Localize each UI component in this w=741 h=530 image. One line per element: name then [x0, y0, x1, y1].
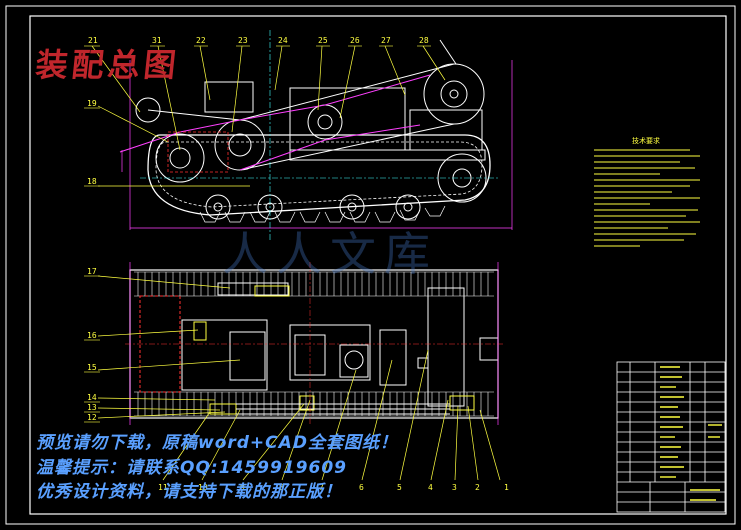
side-view: [119, 30, 513, 240]
part-label: 3: [452, 483, 457, 492]
promo-line-1: 预览请勿下载，原稿word+CAD全套图纸！: [36, 433, 398, 453]
track-outline: [147, 134, 491, 216]
part-label: 12: [87, 413, 97, 422]
part-label: 27: [381, 36, 391, 45]
outer-border: [5, 5, 736, 525]
part-label: 7: [319, 483, 324, 492]
track-inner: [155, 141, 483, 208]
notes-title: 技术要求: [632, 137, 660, 145]
part-label: 10: [198, 483, 208, 492]
title-block-text-marks: [660, 366, 722, 501]
part-label: 9: [240, 483, 245, 492]
part-label: 6: [359, 483, 364, 492]
part-label: 4: [428, 483, 433, 492]
part-label: 28: [419, 36, 429, 45]
part-label: 19: [87, 99, 97, 108]
drawing-title: 装配总图: [33, 46, 182, 84]
part-label: 15: [87, 363, 97, 372]
sprockets: [155, 133, 487, 203]
drive-belt: [119, 74, 431, 171]
title-block: [616, 361, 726, 513]
part-label: 31: [152, 36, 162, 45]
part-number-labels: 21 31 22 23 24 25 26 27 28 19 18 17 16 1…: [87, 36, 509, 492]
part-label: 8: [279, 483, 284, 492]
part-label: 25: [318, 36, 328, 45]
part-label: 11: [158, 483, 168, 492]
plan-view: [125, 262, 505, 425]
label-underlines: [84, 45, 431, 423]
part-label: 22: [196, 36, 206, 45]
part-label: 13: [87, 403, 97, 412]
part-label: 24: [278, 36, 288, 45]
leader-lines: [91, 45, 501, 481]
part-label: 23: [238, 36, 248, 45]
road-wheels: [205, 194, 421, 220]
part-label: 21: [88, 36, 98, 45]
dimension-lines: [121, 60, 513, 230]
plan-dimensions: [129, 262, 499, 425]
inner-border: [29, 15, 727, 515]
part-label: 26: [350, 36, 360, 45]
center-lines: [140, 30, 498, 240]
plan-components: [139, 282, 499, 415]
watermark: 人人文库: [222, 227, 438, 281]
hidden-frame: [167, 131, 229, 173]
part-label: 18: [87, 177, 97, 186]
plan-center-lines: [125, 262, 505, 425]
part-label: 17: [87, 267, 97, 276]
promo-line-2: 温馨提示：请联系QQ:1459919609: [36, 458, 347, 478]
technical-notes-block: [594, 149, 700, 247]
promo-line-3: 优秀设计资料，请支持下载的那正版！: [36, 482, 342, 502]
part-label: 5: [397, 483, 402, 492]
upper-chassis: [135, 39, 486, 171]
part-label: 1: [504, 483, 509, 492]
part-label: 2: [475, 483, 480, 492]
track-pads: [199, 205, 446, 223]
part-label: 14: [87, 393, 97, 402]
part-label: 16: [87, 331, 97, 340]
